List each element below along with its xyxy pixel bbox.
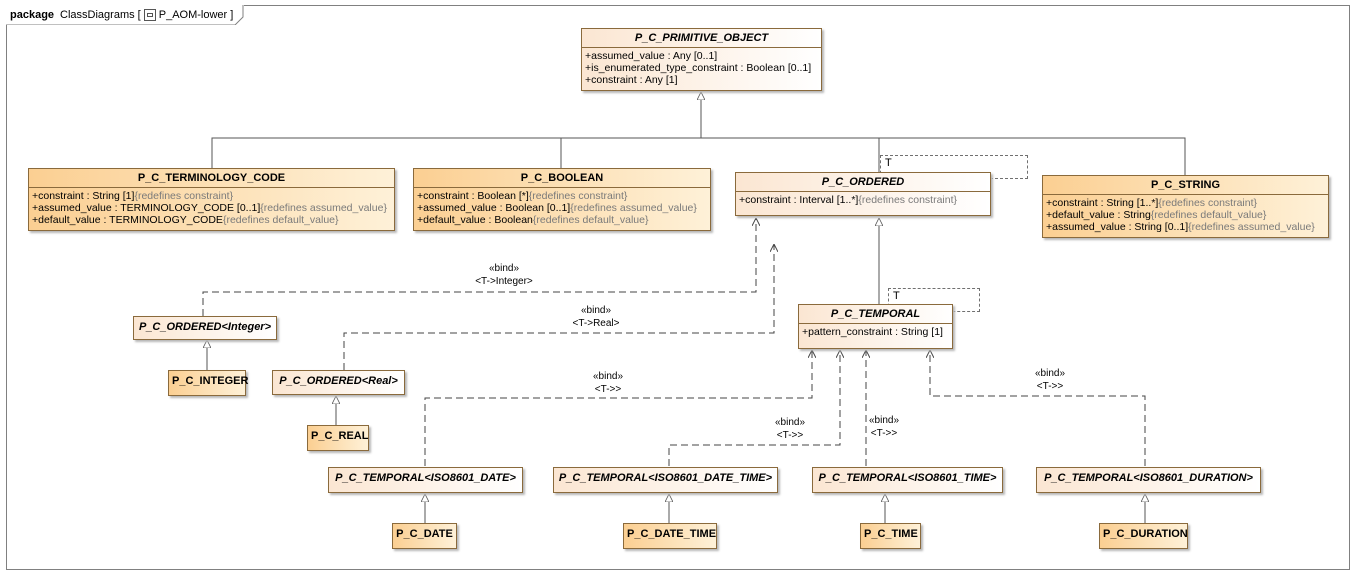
class-p-c-string[interactable]: P_C_STRING +constraint : String [1..*]{r… — [1042, 175, 1329, 238]
class-p-c-temporal-date[interactable]: P_C_TEMPORAL<ISO8601_DATE> — [328, 467, 523, 493]
class-name: P_C_ORDERED<Integer> — [138, 321, 272, 333]
class-p-c-temporal-date-time[interactable]: P_C_TEMPORAL<ISO8601_DATE_TIME> — [553, 467, 778, 493]
class-name: P_C_TIME — [864, 528, 918, 540]
attribute-list: +constraint : String [1]{redefines const… — [29, 187, 394, 230]
attribute-list: +constraint : String [1..*]{redefines co… — [1043, 194, 1328, 237]
bind-date-line — [424, 350, 812, 466]
class-p-c-temporal[interactable]: P_C_TEMPORAL +pattern_constraint : Strin… — [798, 304, 953, 349]
class-p-c-time[interactable]: P_C_TIME — [860, 523, 921, 549]
class-p-c-temporal-time[interactable]: P_C_TEMPORAL<ISO8601_TIME> — [812, 467, 1003, 493]
bind-label-date: «bind»<T->> — [592, 371, 624, 395]
class-name: P_C_ORDERED<Real> — [279, 375, 398, 387]
attribute-list: +constraint : Interval [1..*]{redefines … — [736, 191, 990, 210]
bind-label-date-time: «bind»<T->> — [774, 417, 806, 441]
attribute-list: +pattern_constraint : String [1] — [799, 323, 952, 342]
class-p-c-boolean[interactable]: P_C_BOOLEAN +constraint : Boolean [*]{re… — [413, 168, 711, 231]
class-name: P_C_DURATION — [1103, 528, 1188, 540]
class-p-c-ordered[interactable]: P_C_ORDERED +constraint : Interval [1..*… — [735, 172, 991, 216]
bind-label-integer: «bind»<T->Integer> — [475, 263, 533, 287]
generalization-tree — [211, 92, 1186, 175]
class-name: P_C_TERMINOLOGY_CODE — [137, 172, 286, 184]
class-p-c-temporal-duration[interactable]: P_C_TEMPORAL<ISO8601_DURATION> — [1036, 467, 1261, 493]
attribute-list: +assumed_value : Any [0..1] +is_enumerat… — [582, 47, 821, 90]
bind-duration-line — [930, 350, 1146, 466]
package-keyword: package — [10, 9, 55, 21]
attribute: +constraint : String [1..*]{redefines co… — [1046, 197, 1258, 209]
class-p-c-ordered-integer[interactable]: P_C_ORDERED<Integer> — [133, 316, 277, 340]
class-p-c-ordered-real[interactable]: P_C_ORDERED<Real> — [272, 370, 405, 395]
class-p-c-integer[interactable]: P_C_INTEGER — [168, 370, 249, 396]
attribute: +is_enumerated_type_constraint : Boolean… — [585, 62, 812, 74]
attribute: +assumed_value : Any [0..1] — [585, 50, 718, 62]
attribute: +default_value : TERMINOLOGY_CODE{redefi… — [32, 214, 339, 226]
class-p-c-date-time[interactable]: P_C_DATE_TIME — [623, 523, 717, 549]
class-name: P_C_STRING — [1150, 179, 1221, 191]
class-name: P_C_TEMPORAL<ISO8601_DATE_TIME> — [558, 472, 773, 484]
class-name: P_C_PRIMITIVE_OBJECT — [634, 32, 769, 44]
class-name: P_C_REAL — [311, 430, 369, 442]
class-name: P_C_ORDERED — [821, 176, 905, 188]
attribute: +assumed_value : String [0..1]{redefines… — [1046, 221, 1315, 233]
bind-real-line — [343, 244, 774, 370]
class-name: P_C_TEMPORAL — [830, 308, 921, 320]
diagram-name: P_AOM-lower — [158, 9, 228, 21]
bind-integer-line — [202, 218, 756, 316]
bind-date-time-line — [668, 350, 840, 466]
class-p-c-duration[interactable]: P_C_DURATION — [1099, 523, 1188, 549]
package-frame-header: package ClassDiagrams [ P_AOM-lower ] — [6, 5, 244, 25]
diagram-icon — [143, 9, 156, 21]
package-path: ClassDiagrams — [60, 9, 135, 21]
class-name: P_C_DATE — [396, 528, 453, 540]
class-name: P_C_TEMPORAL<ISO8601_TIME> — [818, 472, 997, 484]
bind-label-time: «bind»<T->> — [868, 415, 900, 439]
class-name: P_C_TEMPORAL<ISO8601_DURATION> — [1044, 472, 1253, 484]
class-p-c-date[interactable]: P_C_DATE — [392, 523, 457, 549]
class-name: P_C_INTEGER — [172, 375, 249, 387]
attribute: +default_value : Boolean{redefines defau… — [417, 214, 649, 226]
attribute-list: +constraint : Boolean [*]{redefines cons… — [414, 187, 710, 230]
attribute: +constraint : Interval [1..*]{redefines … — [739, 194, 958, 206]
class-p-c-real[interactable]: P_C_REAL — [307, 425, 369, 451]
frame-tab-border — [6, 5, 244, 25]
attribute: +constraint : Boolean [*]{redefines cons… — [417, 190, 628, 202]
bind-label-real: «bind»<T->Real> — [572, 305, 620, 329]
class-name: P_C_DATE_TIME — [627, 528, 717, 540]
attribute: +default_value : String{redefines defaul… — [1046, 209, 1267, 221]
class-name: P_C_TEMPORAL<ISO8601_DATE> — [335, 472, 516, 484]
attribute: +assumed_value : Boolean [0..1]{redefine… — [417, 202, 697, 214]
class-p-c-terminology-code[interactable]: P_C_TERMINOLOGY_CODE +constraint : Strin… — [28, 168, 395, 231]
attribute: +assumed_value : TERMINOLOGY_CODE [0..1]… — [32, 202, 387, 214]
bind-label-duration: «bind»<T->> — [1034, 368, 1066, 392]
attribute: +constraint : String [1]{redefines const… — [32, 190, 234, 202]
attribute: +pattern_constraint : String [1] — [802, 326, 943, 338]
class-p-c-primitive-object[interactable]: P_C_PRIMITIVE_OBJECT +assumed_value : An… — [581, 28, 822, 91]
attribute: +constraint : Any [1] — [585, 74, 678, 86]
class-name: P_C_BOOLEAN — [520, 172, 604, 184]
